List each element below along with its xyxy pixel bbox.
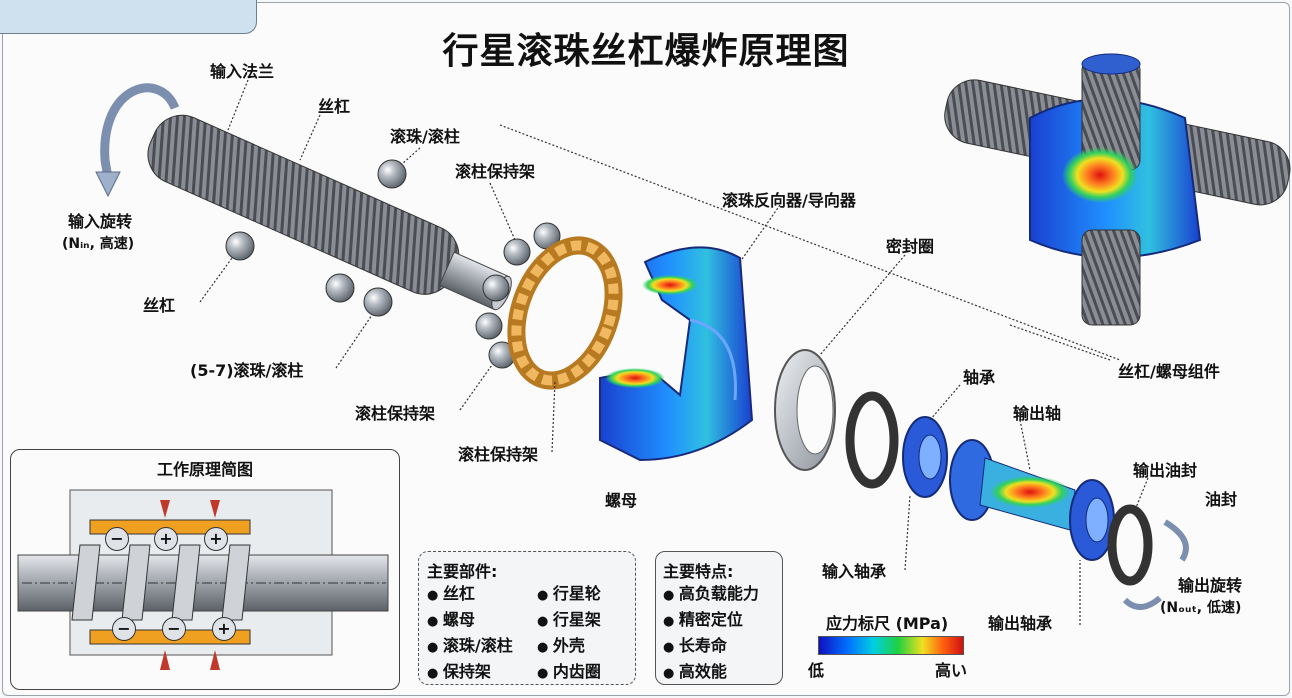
sign-bottom-2: −: [162, 617, 186, 641]
label-reverser: 滚珠反向器/导向器: [722, 191, 856, 210]
header-tab: [0, 0, 257, 34]
part-item: 螺母: [427, 608, 537, 634]
main-parts-title: 主要部件:: [427, 562, 498, 581]
label-input-rotation: 输入旋转: [68, 212, 133, 231]
oil-seal-ring: [845, 391, 899, 489]
part-item: 保持架: [427, 660, 537, 686]
output-bearing: [1069, 479, 1115, 561]
label-output-rotation-sub: (Nₒᵤₜ, 低速): [1160, 600, 1242, 616]
sign-bottom-1: −: [112, 617, 136, 641]
feature-item: 高负载能力: [663, 582, 775, 608]
label-bearing: 轴承: [963, 368, 996, 387]
part-item: 内齿圈: [537, 660, 627, 686]
stress-color-bar: [818, 636, 964, 655]
feature-item: 高效能: [663, 660, 775, 686]
output-rotation-arrow-icon: [1122, 519, 1189, 610]
stress-scale-low: 低: [808, 661, 825, 680]
label-ball-roller: 滚珠/滚柱: [390, 127, 460, 146]
feature-item: 长寿命: [663, 634, 775, 660]
stress-scale-title: 应力标尺 (MPa): [826, 614, 949, 633]
label-screw-nut-assembly: 丝杠/螺母组件: [1118, 362, 1220, 381]
features-panel: 主要特点: 高负载能力 精密定位 长寿命 高效能: [655, 551, 783, 685]
label-nut: 螺母: [605, 491, 638, 510]
label-roller-cage-bottom: 滚柱保持架: [458, 445, 539, 464]
roller-cage: [507, 236, 623, 390]
label-screw-left: 丝杠: [143, 296, 176, 315]
label-balls-count: (5-7)滚珠/滚柱: [190, 361, 304, 380]
label-seal-ring: 密封圈: [886, 237, 935, 256]
input-rotation-arrow-icon: [95, 83, 180, 198]
assembled-unit: [944, 53, 1291, 326]
output-oil-seal: [1107, 504, 1153, 586]
nut-stress-model: [599, 246, 754, 462]
label-roller-cage-mid: 滚柱保持架: [355, 404, 436, 423]
sign-bottom-3: +: [212, 617, 236, 641]
seal-ring: [774, 349, 836, 471]
label-output-bearing: 输出轴承: [988, 614, 1053, 633]
output-shaft: [949, 439, 1076, 531]
part-item: 行星轮: [537, 582, 627, 608]
inset-panel: 工作原理简图: [10, 449, 400, 690]
main-parts-panel: 主要部件: 丝杠 行星轮 螺母 行星架 滚珠/滚柱 外壳 保持架 内齿圈: [418, 551, 636, 685]
part-item: 滚珠/滚柱: [427, 634, 537, 660]
label-input-rotation-sub: (Nᵢₙ, 高速): [62, 236, 135, 252]
label-output-rotation: 输出旋转: [1178, 576, 1243, 595]
label-output-oil-seal: 输出油封: [1133, 461, 1198, 480]
feature-item: 精密定位: [663, 608, 775, 634]
label-input-flange: 输入法兰: [210, 62, 275, 81]
label-oil-seal: 油封: [1205, 490, 1238, 509]
features-title: 主要特点:: [663, 562, 734, 581]
sign-top-3: +: [204, 527, 228, 551]
part-item: 丝杠: [427, 582, 537, 608]
label-input-bearing: 输入轴承: [822, 562, 887, 581]
inset-title: 工作原理简图: [156, 460, 253, 479]
label-roller-cage-top: 滚柱保持架: [455, 162, 536, 181]
stress-scale-high: 高い: [935, 661, 968, 680]
leader-lines: [199, 79, 1149, 625]
label-screw-top: 丝杠: [318, 97, 351, 116]
part-item: 行星架: [537, 608, 627, 634]
page-title: 行星滚珠丝杠爆炸原理图: [442, 31, 850, 72]
label-output-shaft: 输出轴: [1013, 404, 1062, 423]
input-bearing: [902, 416, 948, 498]
part-item: 外壳: [537, 634, 627, 660]
sign-top-2: +: [154, 527, 178, 551]
sign-top-1: −: [105, 527, 129, 551]
